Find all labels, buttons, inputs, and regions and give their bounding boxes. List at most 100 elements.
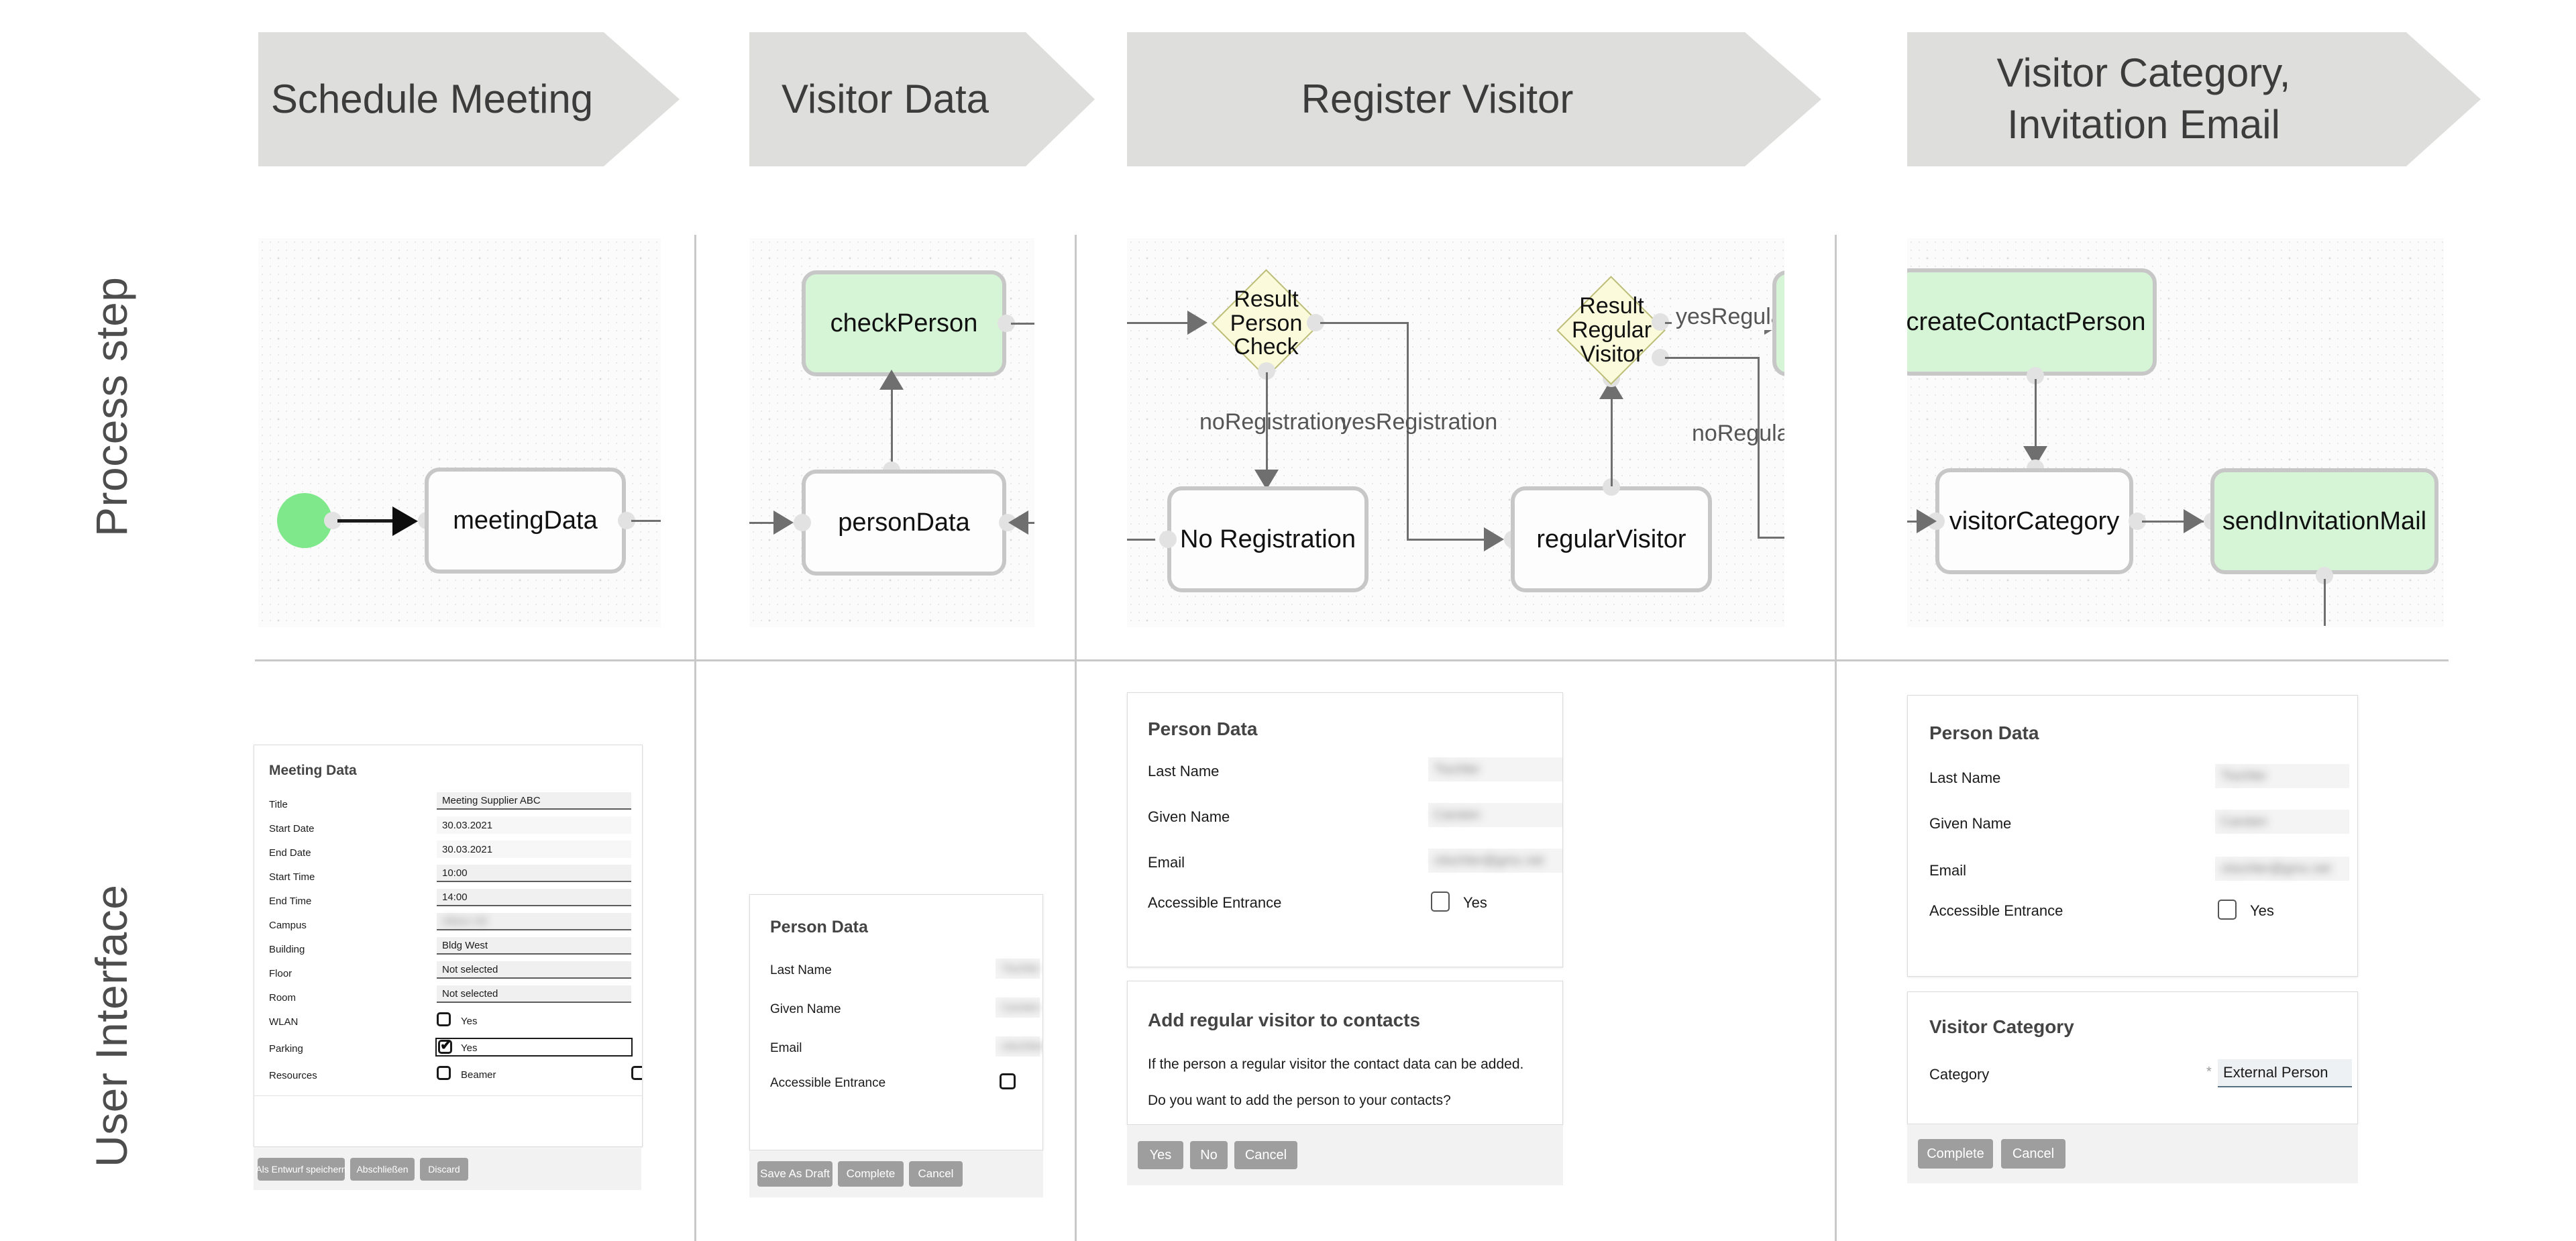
panel-title-person-data: Person Data <box>770 918 868 936</box>
task-meeting-data[interactable]: meetingData <box>425 468 626 574</box>
field-label-last-name: Last Name <box>1929 769 2001 786</box>
task-label: sendInvitationMail <box>2222 506 2427 535</box>
task-person-data[interactable]: personData <box>802 470 1006 576</box>
arrow-head-icon <box>2184 509 2204 533</box>
no-button[interactable]: No <box>1190 1141 1228 1169</box>
process-diagram-register-visitor[interactable]: Result Person Check noRegistration yesRe… <box>1127 238 1784 627</box>
phase-banner-label: Visitor Category, Invitation Email <box>1996 50 2291 147</box>
process-diagram-visitor-category[interactable]: createContactPerson visitorCategory send… <box>1907 238 2444 627</box>
start-event-icon[interactable] <box>277 493 332 548</box>
column-divider-3 <box>1835 235 1837 1241</box>
port-persondata-in <box>794 514 811 531</box>
arrow-head-icon <box>392 506 418 536</box>
field-label-last-name: Last Name <box>770 963 832 977</box>
field-value-start-time[interactable]: 10:00 <box>437 865 631 882</box>
field-value-end-date[interactable]: 30.03.2021 <box>437 841 631 858</box>
phase-banner-register-visitor[interactable]: Register Visitor <box>1127 32 1821 166</box>
text-line-contact-data-can-be-added: If the person a regular visitor the cont… <box>1148 1057 1524 1072</box>
checkbox-label-accessible-entrance: Yes <box>1463 894 1487 911</box>
sequence-flow-sendmail-out <box>2324 579 2326 626</box>
field-value-last-name[interactable]: Tischler <box>996 959 1040 979</box>
save-as-draft-button[interactable]: Save As Draft <box>757 1161 833 1187</box>
cancel-button[interactable]: Cancel <box>1234 1141 1297 1169</box>
phase-banner-schedule-meeting[interactable]: Schedule Meeting <box>258 32 680 166</box>
sequence-flow-noregular-seg2 <box>1758 357 1760 538</box>
discard-button[interactable]: Discard <box>420 1158 468 1181</box>
field-value-title[interactable]: Meeting Supplier ABC <box>437 792 631 810</box>
field-value-floor[interactable]: Not selected <box>437 961 631 979</box>
cancel-button[interactable]: Cancel <box>2001 1139 2065 1169</box>
field-value-room[interactable]: Not selected <box>437 985 631 1003</box>
gateway-result-regular-visitor[interactable] <box>1556 276 1666 385</box>
field-value-campus[interactable]: Allianz SE <box>437 913 631 930</box>
field-label-last-name: Last Name <box>1148 763 1220 779</box>
redacted-value: Allianz SE <box>442 915 488 927</box>
complete-button[interactable]: Complete <box>1918 1139 1993 1169</box>
service-task-create-contact-person[interactable]: createContactPerson <box>1907 268 2157 376</box>
redacted-value: ctischler@gmx.net <box>1001 1040 1043 1053</box>
text-line-add-to-contacts-question: Do you want to add the person to your co… <box>1148 1093 1451 1108</box>
task-next-step-clipped[interactable] <box>1772 270 1784 376</box>
task-regular-visitor[interactable]: regularVisitor <box>1511 486 1712 592</box>
phase-banner-label: Register Visitor <box>1301 76 1574 121</box>
phase-banner-label: Visitor Data <box>781 76 989 121</box>
redacted-value: Carsten <box>2220 814 2268 829</box>
cancel-button[interactable]: Cancel <box>909 1161 963 1187</box>
arrow-head-icon <box>879 370 904 390</box>
service-task-send-invitation-mail[interactable]: sendInvitationMail <box>2210 468 2438 574</box>
field-value-category[interactable]: External Person <box>2218 1059 2352 1087</box>
check-mark-icon: ✔ <box>440 1038 452 1053</box>
redacted-value: ctischler@gmx.net <box>2220 861 2331 876</box>
phase-banner-visitor-category-invitation-email[interactable]: Visitor Category, Invitation Email <box>1907 32 2481 166</box>
field-label-email: Email <box>1929 862 1967 879</box>
required-marker: * <box>2206 1065 2212 1079</box>
arrow-head-icon <box>1484 527 1504 551</box>
sequence-flow-into-persondata <box>749 522 782 524</box>
sequence-flow-yes-registration-seg1 <box>1320 322 1407 324</box>
field-value-email[interactable]: ctischler@gmx.net <box>996 1036 1043 1057</box>
complete-button[interactable]: Complete <box>838 1161 904 1187</box>
field-value-email[interactable]: ctischler@gmx.net <box>1428 849 1562 873</box>
complete-button[interactable]: Abschließen <box>350 1158 415 1181</box>
checkbox-wlan[interactable] <box>437 1012 451 1026</box>
field-value-start-date[interactable]: 30.03.2021 <box>437 816 631 834</box>
field-label-start-date: Start Date <box>269 823 315 834</box>
checkbox-accessible-entrance[interactable] <box>1000 1073 1016 1089</box>
field-value-email[interactable]: ctischler@gmx.net <box>2215 857 2349 881</box>
panel-visitor-category: Visitor Category Category * External Per… <box>1907 991 2358 1124</box>
field-label-accessible-entrance: Accessible Entrance <box>1929 902 2063 919</box>
checkbox-accessible-entrance[interactable] <box>2218 900 2237 920</box>
yes-button[interactable]: Yes <box>1138 1141 1183 1169</box>
checkbox-resources-second[interactable] <box>631 1066 642 1080</box>
process-diagram-visitor-data[interactable]: checkPerson personData <box>749 238 1034 627</box>
arrow-head-icon <box>1187 311 1208 335</box>
checkbox-accessible-entrance[interactable] <box>1431 892 1450 912</box>
checkbox-resources-beamer[interactable] <box>437 1066 451 1080</box>
field-value-given-name[interactable]: Carsten <box>2215 810 2349 834</box>
checkbox-label-beamer: Beamer <box>461 1069 496 1081</box>
sequence-flow-yes-registration-seg2 <box>1407 322 1409 540</box>
field-value-given-name[interactable]: Carsten <box>1428 803 1562 827</box>
field-value-last-name[interactable]: Tischler <box>2215 764 2349 788</box>
field-value-building[interactable]: Bldg West <box>437 937 631 955</box>
flow-label-noregistration: noRegistration <box>1199 409 1347 435</box>
field-value-end-time[interactable]: 14:00 <box>437 889 631 906</box>
field-label-resources: Resources <box>269 1070 317 1081</box>
panel-title-add-regular-visitor: Add regular visitor to contacts <box>1148 1010 1421 1030</box>
sequence-flow-into-visitorcategory <box>1907 521 1923 523</box>
redacted-value: Carsten <box>1434 807 1481 822</box>
field-value-last-name[interactable]: Tischler <box>1428 757 1562 781</box>
service-task-check-person[interactable]: checkPerson <box>802 270 1006 376</box>
field-value-given-name[interactable]: Carsten <box>996 997 1041 1018</box>
checkbox-parking[interactable] <box>438 1040 452 1054</box>
redacted-value: Carsten <box>1001 1001 1041 1014</box>
save-as-draft-button[interactable]: Als Entwurf speichern <box>256 1158 347 1181</box>
panel-footer-separator <box>254 1095 642 1096</box>
task-no-registration[interactable]: No Registration <box>1167 486 1368 592</box>
checkbox-label-parking: Yes <box>461 1042 478 1054</box>
field-label-accessible-entrance: Accessible Entrance <box>770 1076 886 1090</box>
process-diagram-schedule-meeting[interactable]: meetingData <box>258 238 661 627</box>
sequence-flow-noregular-seg1 <box>1665 357 1759 359</box>
phase-banner-visitor-data[interactable]: Visitor Data <box>749 32 1095 166</box>
task-visitor-category[interactable]: visitorCategory <box>1935 468 2133 574</box>
